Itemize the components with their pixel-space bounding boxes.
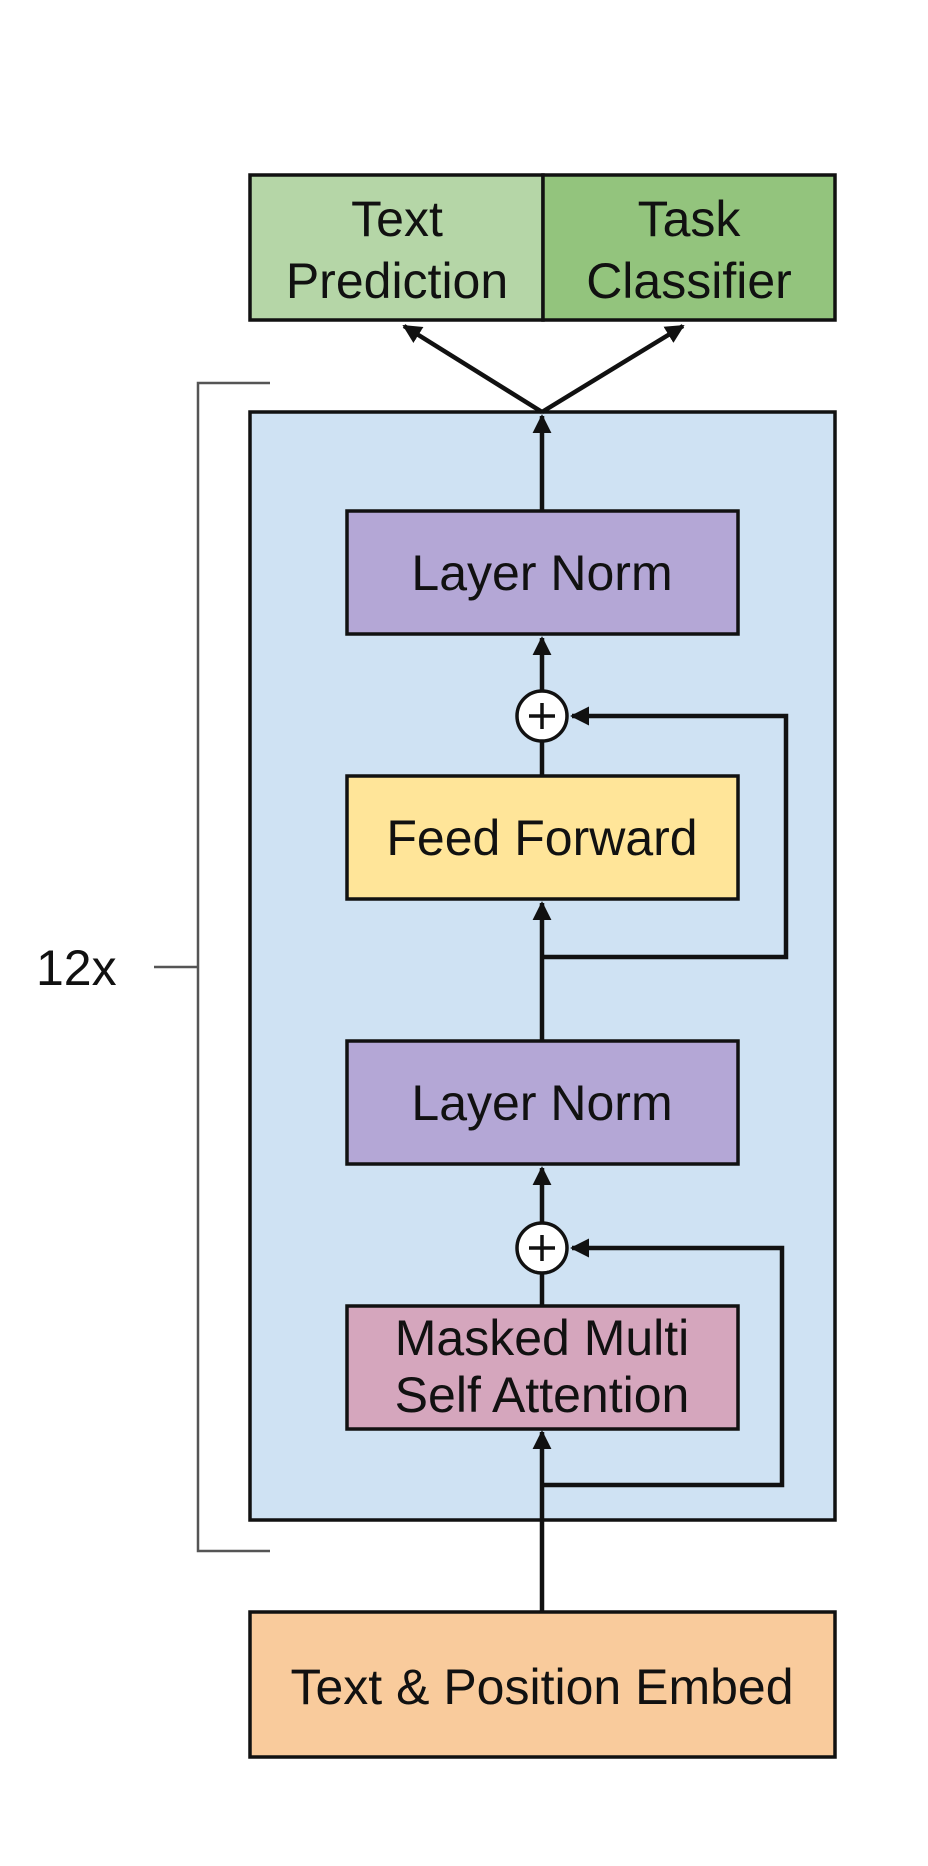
layer-norm-top: Layer Norm bbox=[345, 509, 740, 636]
svg-text:Classifier: Classifier bbox=[586, 253, 792, 309]
feed-forward: Feed Forward bbox=[345, 774, 740, 901]
svg-text:Layer Norm: Layer Norm bbox=[411, 545, 672, 601]
residual-connection-attention bbox=[542, 1238, 785, 1488]
task-classifier-head: Task Classifier bbox=[541, 173, 837, 322]
svg-text:Self Attention: Self Attention bbox=[395, 1367, 690, 1423]
svg-text:Text: Text bbox=[351, 191, 443, 247]
plus-circle-icon bbox=[515, 689, 569, 743]
svg-text:Task: Task bbox=[638, 191, 742, 247]
text-position-embed: Text & Position Embed bbox=[248, 1610, 837, 1759]
to-task-classifier-arrow bbox=[540, 324, 685, 414]
masked-multi-self-attention: Masked Multi Self Attention bbox=[345, 1304, 740, 1431]
svg-text:Prediction: Prediction bbox=[286, 253, 508, 309]
svg-text:Masked Multi: Masked Multi bbox=[395, 1310, 690, 1366]
residual-connection-feed-forward bbox=[542, 706, 789, 960]
plus-circle-icon bbox=[515, 1221, 569, 1275]
svg-text:Text & Position Embed: Text & Position Embed bbox=[290, 1659, 793, 1715]
svg-text:Feed Forward: Feed Forward bbox=[386, 810, 697, 866]
svg-text:Layer Norm: Layer Norm bbox=[411, 1075, 672, 1131]
text-prediction-head: Text Prediction bbox=[248, 173, 545, 322]
to-text-prediction-arrow bbox=[402, 324, 544, 414]
layer-norm-bottom: Layer Norm bbox=[345, 1039, 740, 1166]
repeat-count-label: 12x bbox=[36, 940, 117, 996]
